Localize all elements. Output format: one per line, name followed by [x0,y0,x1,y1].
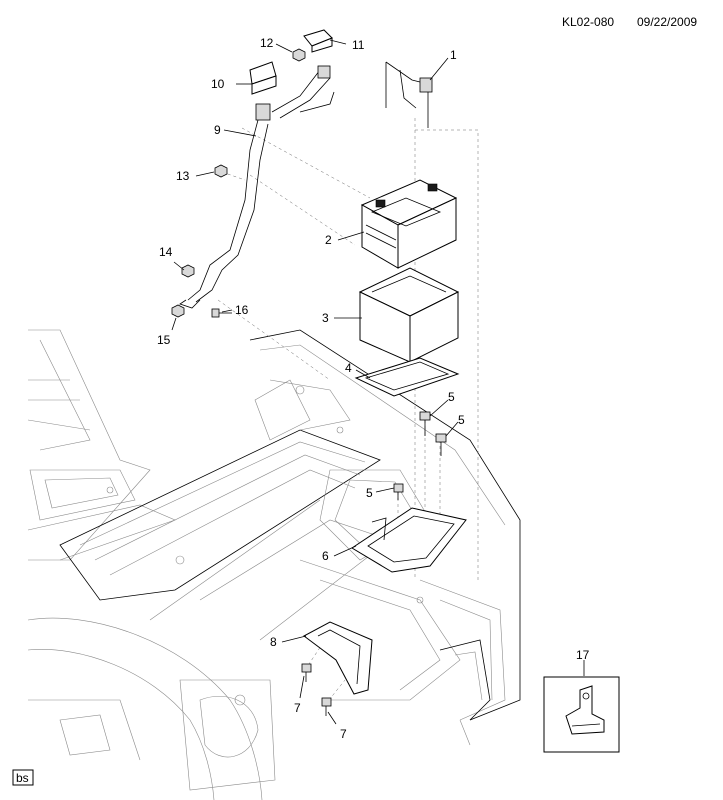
callout-5c: 5 [366,486,373,500]
battery-mat [354,357,460,397]
fastener-bolt-16 [211,308,232,318]
callout-labels: 1 2 3 4 5 5 5 6 7 7 8 9 10 11 12 13 14 1… [157,36,590,741]
callout-9: 9 [214,123,221,137]
callout-8: 8 [270,635,277,649]
fastener-bolt-5b [435,433,447,456]
fastener-nut-14 [181,264,195,278]
fastener-nut-13 [214,164,228,178]
callout-10: 10 [211,77,225,91]
part-17-inset [543,676,620,753]
callout-14: 14 [159,245,173,259]
footer-tag-box [12,769,34,786]
callout-4: 4 [345,361,352,375]
fastener-bolt-7b [321,697,332,716]
callout-15: 15 [157,333,171,347]
battery-cable-harness [179,65,335,309]
callout-12: 12 [260,36,274,50]
callout-11: 11 [352,38,365,52]
callout-17: 17 [576,648,590,662]
callout-2: 2 [325,233,332,247]
battery-insulator-box [358,267,460,363]
callout-3: 3 [322,311,329,325]
fastener-bolt-5c [393,483,404,500]
terminal-cover-negative [249,61,277,95]
callout-5b: 5 [458,413,465,427]
battery-tray [351,507,467,573]
callout-16: 16 [235,303,249,317]
callout-7b: 7 [340,727,347,741]
callout-6: 6 [322,549,329,563]
diagram-code: KL02-080 [562,15,614,29]
fastener-bolt-7a [301,663,312,682]
terminal-cover-positive [303,29,333,53]
footer-tag: bs [16,771,29,785]
callout-1: 1 [450,48,457,62]
vehicle-body-structure [27,329,521,800]
battery-hold-down-bracket [385,61,433,128]
tray-support-bracket [303,621,373,695]
fastener-nut-12 [292,48,306,62]
fastener-nut-15 [171,304,185,318]
diagram-date: 09/22/2009 [637,15,697,29]
callout-7a: 7 [294,701,301,715]
leader-lines [171,39,585,725]
callout-5a: 5 [448,390,455,404]
battery [360,179,458,269]
callout-13: 13 [176,169,190,183]
